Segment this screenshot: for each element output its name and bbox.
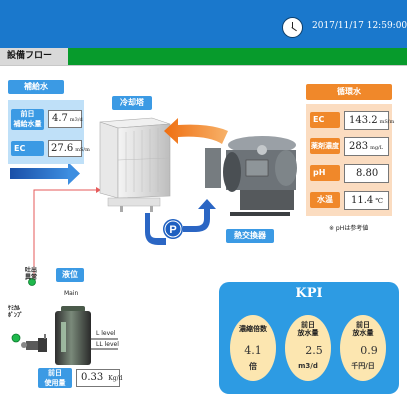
kpi-discharge-volume-unit: m3/d — [298, 362, 318, 370]
cw-ph-value-box: 8.80 — [344, 164, 389, 183]
cooling-water-title: 循環水 — [306, 84, 392, 100]
return-flow-arrow — [164, 118, 228, 144]
heat-exchanger-graphic — [205, 136, 297, 216]
cw-ec-unit: mS/m — [379, 119, 395, 125]
pump-letter: P — [169, 224, 176, 236]
kpi-discharge-cost-value: 0.9 — [360, 344, 378, 357]
supply-prev-label: 前日 補給水量 — [11, 109, 44, 130]
kpi-concentration-label: 濃縮倍数 — [239, 325, 267, 333]
cw-temp-value-box: 11.4℃ — [344, 191, 389, 210]
kpi-concentration-unit: 倍 — [249, 362, 257, 371]
cw-temp-label: 水温 — [310, 192, 340, 208]
chemical-feed-line — [33, 189, 96, 280]
cw-temp-unit: ℃ — [375, 197, 384, 205]
kpi-discharge-cost-label: 前日 放水量 — [352, 321, 374, 337]
cooling-tower-graphic — [99, 117, 171, 212]
ph-note: ※ pHは参考値 — [329, 225, 369, 232]
chemical-pump-graphic — [21, 334, 47, 352]
ll-level-label: LL level — [96, 341, 119, 348]
kpi-discharge-volume-value: 2.5 — [305, 344, 323, 357]
tank-main-label: Main — [64, 290, 79, 297]
discharge-alarm-label: 吐出 異常 — [25, 267, 38, 281]
kpi-card-discharge-volume — [285, 315, 331, 381]
kpi-title: KPI — [295, 286, 323, 301]
divider — [0, 65, 407, 66]
usage-value: 0.33 — [81, 372, 104, 383]
cw-chem-value: 283 — [349, 141, 369, 152]
level-lines — [90, 338, 118, 350]
usage-label: 前日 使用量 — [38, 368, 72, 388]
cw-temp-value: 11.4 — [351, 195, 374, 206]
pump-to-exchanger-arrow — [183, 199, 216, 232]
supply-flow-arrow — [10, 162, 80, 185]
cw-chem-unit: mg/L — [370, 145, 384, 151]
cw-ec-value: 143.2 — [349, 115, 378, 126]
clock-icon — [282, 17, 303, 38]
cw-chem-label: 薬剤濃度 — [310, 138, 340, 154]
heat-exchanger-label: 熱交換器 — [226, 229, 274, 243]
chemical-pump-status-lamp — [11, 333, 21, 343]
supply-prev-unit: m3/d — [69, 117, 83, 123]
chemical-feed-arrowhead — [96, 187, 101, 193]
cw-ph-label: pH — [310, 165, 340, 181]
supply-ec-unit: mS/m — [75, 147, 90, 153]
kpi-discharge-volume-label: 前日 放水量 — [297, 321, 319, 337]
supply-ec-value: 27.6 — [51, 143, 74, 154]
kpi-card-concentration — [230, 315, 276, 381]
l-level-label: L level — [96, 330, 116, 337]
supply-ec-label: EC — [11, 141, 44, 156]
discharge-status-lamp — [28, 278, 36, 286]
tower-to-pump-arrow — [145, 213, 166, 245]
kpi-discharge-cost-unit: 千円/日 — [351, 362, 375, 370]
chemical-pump-label: ｹﾐｶﾙ ﾎﾟﾝﾌﾟ — [8, 305, 24, 319]
pump-icon — [163, 219, 183, 239]
chemical-tank-graphic — [55, 306, 91, 365]
supply-prev-value: 4.7 — [52, 113, 68, 124]
status-bar — [68, 48, 407, 65]
kpi-concentration-value: 4.1 — [244, 344, 262, 357]
kpi-card-discharge-cost — [340, 315, 386, 381]
cooling-tower-label: 冷却塔 — [112, 96, 152, 110]
datetime-display: 2017/11/17 12:59:00 — [312, 21, 407, 31]
usage-unit: Kg/d — [108, 375, 123, 382]
cw-ec-label: EC — [310, 112, 340, 128]
page-title: 設備フロー — [0, 48, 68, 65]
level-title: 液位 — [56, 268, 84, 282]
usage-value-box: 0.33 Kg/d — [76, 369, 123, 387]
supply-title: 補給水 — [8, 80, 64, 94]
cw-ph-value: 8.80 — [356, 168, 379, 179]
top-bar — [0, 0, 407, 48]
